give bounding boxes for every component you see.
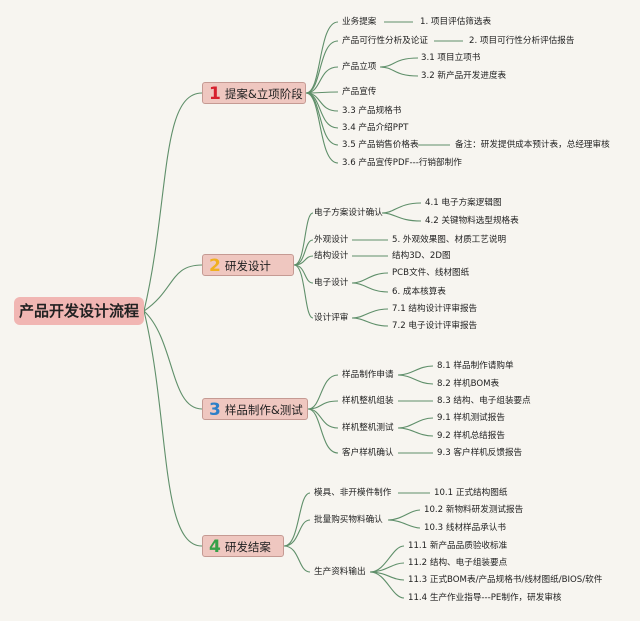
node-leaf: 3.2 新产品开发进度表 — [421, 71, 507, 81]
node-leaf: 7.1 结构设计评审报告 — [392, 304, 478, 314]
node-leaf: 10.1 正式结构图纸 — [434, 488, 508, 498]
node-leaf: 7.2 电子设计评审报告 — [392, 321, 478, 331]
node-item: 3.4 产品介绍PPT — [342, 123, 409, 133]
branch-label: 研发设计 — [224, 259, 271, 273]
node-leaf: 11.3 正式BOM表/产品规格书/线材图纸/BIOS/软件 — [408, 575, 603, 585]
node-item: 批量购买物料确认 — [314, 515, 383, 525]
node-leaf: 4.1 电子方案逻辑图 — [425, 198, 502, 208]
node-item: 产品立项 — [342, 62, 377, 72]
node-leaf: 9.1 样机测试报告 — [437, 413, 505, 423]
node-leaf: 10.2 新物料研发测试报告 — [424, 505, 524, 515]
node-item: 样机整机测试 — [342, 423, 394, 433]
node-item: 电子设计 — [314, 278, 349, 288]
node-leaf: 8.3 结构、电子组装要点 — [437, 396, 531, 406]
node-leaf: 9.2 样机总结报告 — [437, 431, 505, 441]
node-leaf: 3.1 项目立项书 — [421, 53, 481, 63]
node-leaf: 11.2 结构、电子组装要点 — [408, 558, 508, 568]
root-node: 产品开发设计流程 — [14, 297, 144, 325]
node-item: 产品宣传 — [342, 87, 377, 97]
node-leaf: 5. 外观效果图、材质工艺说明 — [392, 235, 507, 245]
node-leaf: 10.3 线材样品承认书 — [424, 523, 507, 533]
branch-number: 1 — [209, 84, 221, 104]
node-item: 产品可行性分析及论证 — [342, 36, 428, 46]
node-item: 客户样机确认 — [342, 448, 394, 458]
branch-number: 4 — [209, 537, 221, 557]
branch-label: 研发结案 — [224, 540, 271, 554]
node-item: 3.6 产品宣传PDF---行销部制作 — [342, 158, 462, 168]
node-leaf: 11.4 生产作业指导---PE制作，研发审核 — [408, 593, 562, 603]
node-item: 业务提案 — [342, 17, 377, 27]
node-leaf: 2. 项目可行性分析评估报告 — [469, 36, 575, 46]
branch-number: 2 — [209, 256, 221, 276]
branch-label: 样品制作&测试 — [224, 403, 303, 417]
node-leaf: 1. 项目评估筛选表 — [420, 17, 492, 27]
node-leaf: PCB文件、线材图纸 — [392, 268, 470, 278]
node-leaf: 6. 成本核算表 — [392, 287, 446, 297]
node-item: 设计评审 — [314, 313, 349, 323]
node-item: 样品制作申请 — [342, 370, 394, 380]
branch-number: 3 — [209, 400, 221, 420]
node-item: 结构设计 — [314, 251, 349, 261]
node-leaf: 4.2 关键物料选型规格表 — [425, 216, 519, 226]
branch-label: 提案&立项阶段 — [224, 87, 303, 101]
node-item: 样机整机组装 — [342, 396, 394, 406]
node-item: 电子方案设计确认 — [314, 208, 383, 218]
node-leaf: 9.3 客户样机反馈报告 — [437, 448, 523, 458]
node-item: 3.3 产品规格书 — [342, 106, 402, 116]
node-leaf: 8.2 样机BOM表 — [437, 379, 500, 389]
node-leaf: 11.1 新产品品质验收标准 — [408, 541, 508, 551]
node-leaf: 备注：研发提供成本预计表，总经理审核 — [455, 140, 610, 150]
node-leaf: 结构3D、2D图 — [392, 251, 451, 261]
node-leaf: 8.1 样品制作请购单 — [437, 361, 514, 371]
node-item: 模具、非开模件制作 — [314, 488, 392, 498]
node-item: 3.5 产品销售价格表 — [342, 140, 419, 150]
node-item: 生产资料输出 — [314, 567, 366, 577]
node-item: 外观设计 — [314, 235, 349, 245]
